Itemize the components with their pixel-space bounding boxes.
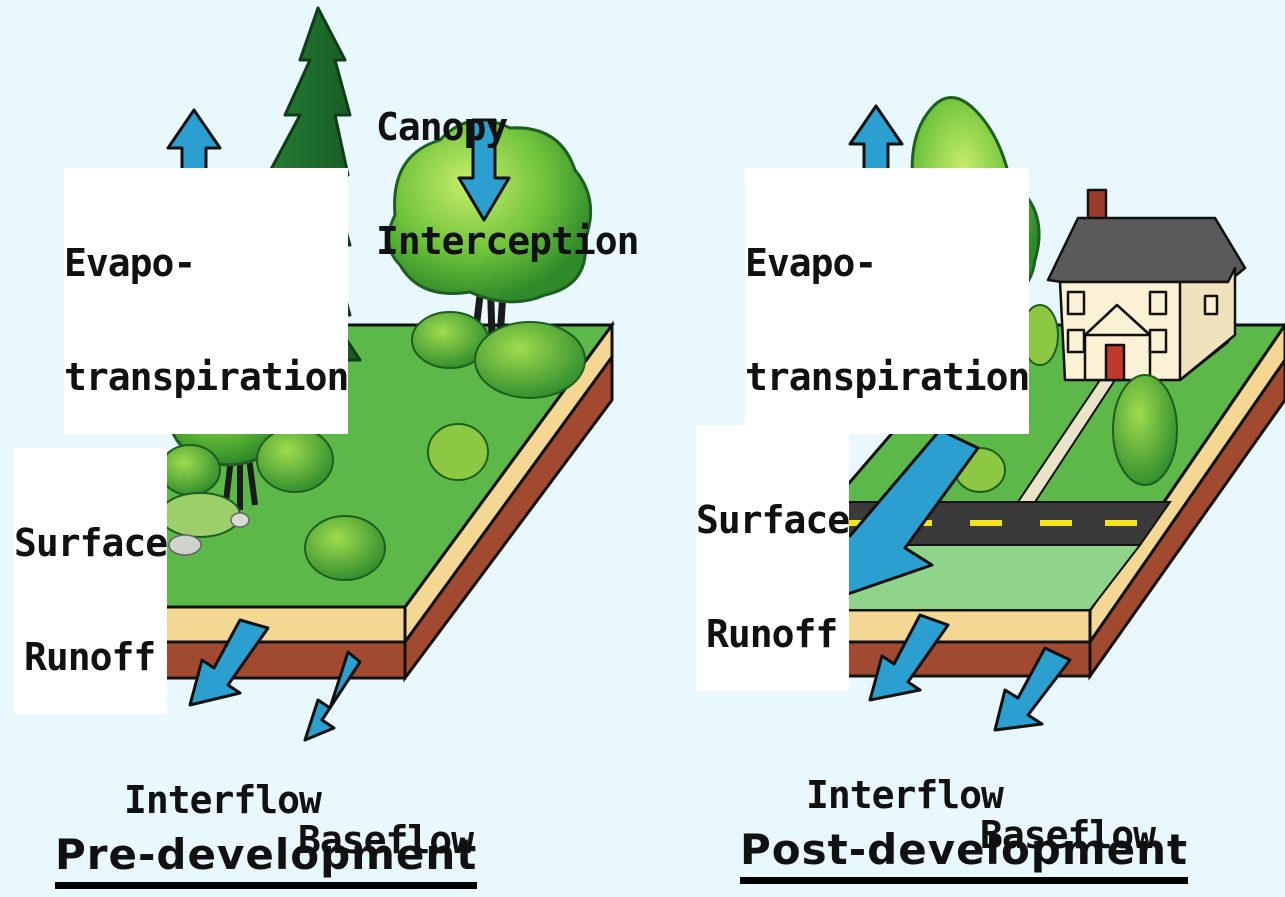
post-caption-underline: [740, 877, 1189, 884]
post-runoff-line-2: Runoff: [706, 612, 838, 656]
post-evapo-line-1: Evapo-: [745, 241, 877, 285]
post-caption-text: Post-development: [740, 825, 1189, 874]
pre-caption-underline: [55, 882, 478, 889]
pre-canopy-arrow: [457, 118, 511, 222]
canopy-line-1: Canopy: [376, 105, 508, 149]
post-baseflow-text: Baseflow: [980, 813, 1156, 857]
pre-runoff-line-1: Surface: [14, 521, 168, 565]
post-baseflow-arrow: [993, 646, 1072, 732]
house: [1046, 188, 1247, 382]
canopy-line-2: Interception: [376, 219, 640, 263]
pre-interflow-text: Interflow: [124, 778, 322, 822]
pre-baseflow-label: Baseflow: [298, 745, 474, 897]
post-runoff-line-1: Surface: [696, 498, 850, 542]
pre-development-caption: Pre-development: [55, 830, 478, 889]
pre-surface-runoff-label: Surface Runoff: [14, 448, 168, 714]
post-evapotranspiration-label: Evapo- transpiration: [745, 168, 1030, 434]
pre-interflow-arrow: [188, 618, 270, 707]
pre-evapotranspiration-label: Evapo- transpiration: [64, 168, 349, 434]
post-interflow-text: Interflow: [806, 773, 1004, 817]
post-development-caption: Post-development: [740, 825, 1189, 884]
pre-runoff-line-2: Runoff: [24, 635, 156, 679]
post-arrows: [820, 104, 1072, 732]
post-evapo-line-2: transpiration: [745, 355, 1030, 399]
post-baseflow-label: Baseflow: [980, 740, 1156, 892]
pre-interflow-label: Interflow: [124, 705, 322, 857]
pre-caption-text: Pre-development: [55, 830, 478, 879]
pre-baseflow-text: Baseflow: [298, 818, 474, 862]
post-interflow-label: Interflow: [806, 700, 1004, 852]
pre-baseflow-arrow: [303, 650, 362, 742]
pre-evapo-line-2: transpiration: [64, 355, 349, 399]
post-surface-runoff-label: Surface Runoff: [696, 425, 850, 691]
post-interflow-arrow: [868, 613, 950, 702]
pre-evapo-line-1: Evapo-: [64, 241, 196, 285]
pre-canopy-interception-label: Canopy Interception: [376, 32, 640, 298]
